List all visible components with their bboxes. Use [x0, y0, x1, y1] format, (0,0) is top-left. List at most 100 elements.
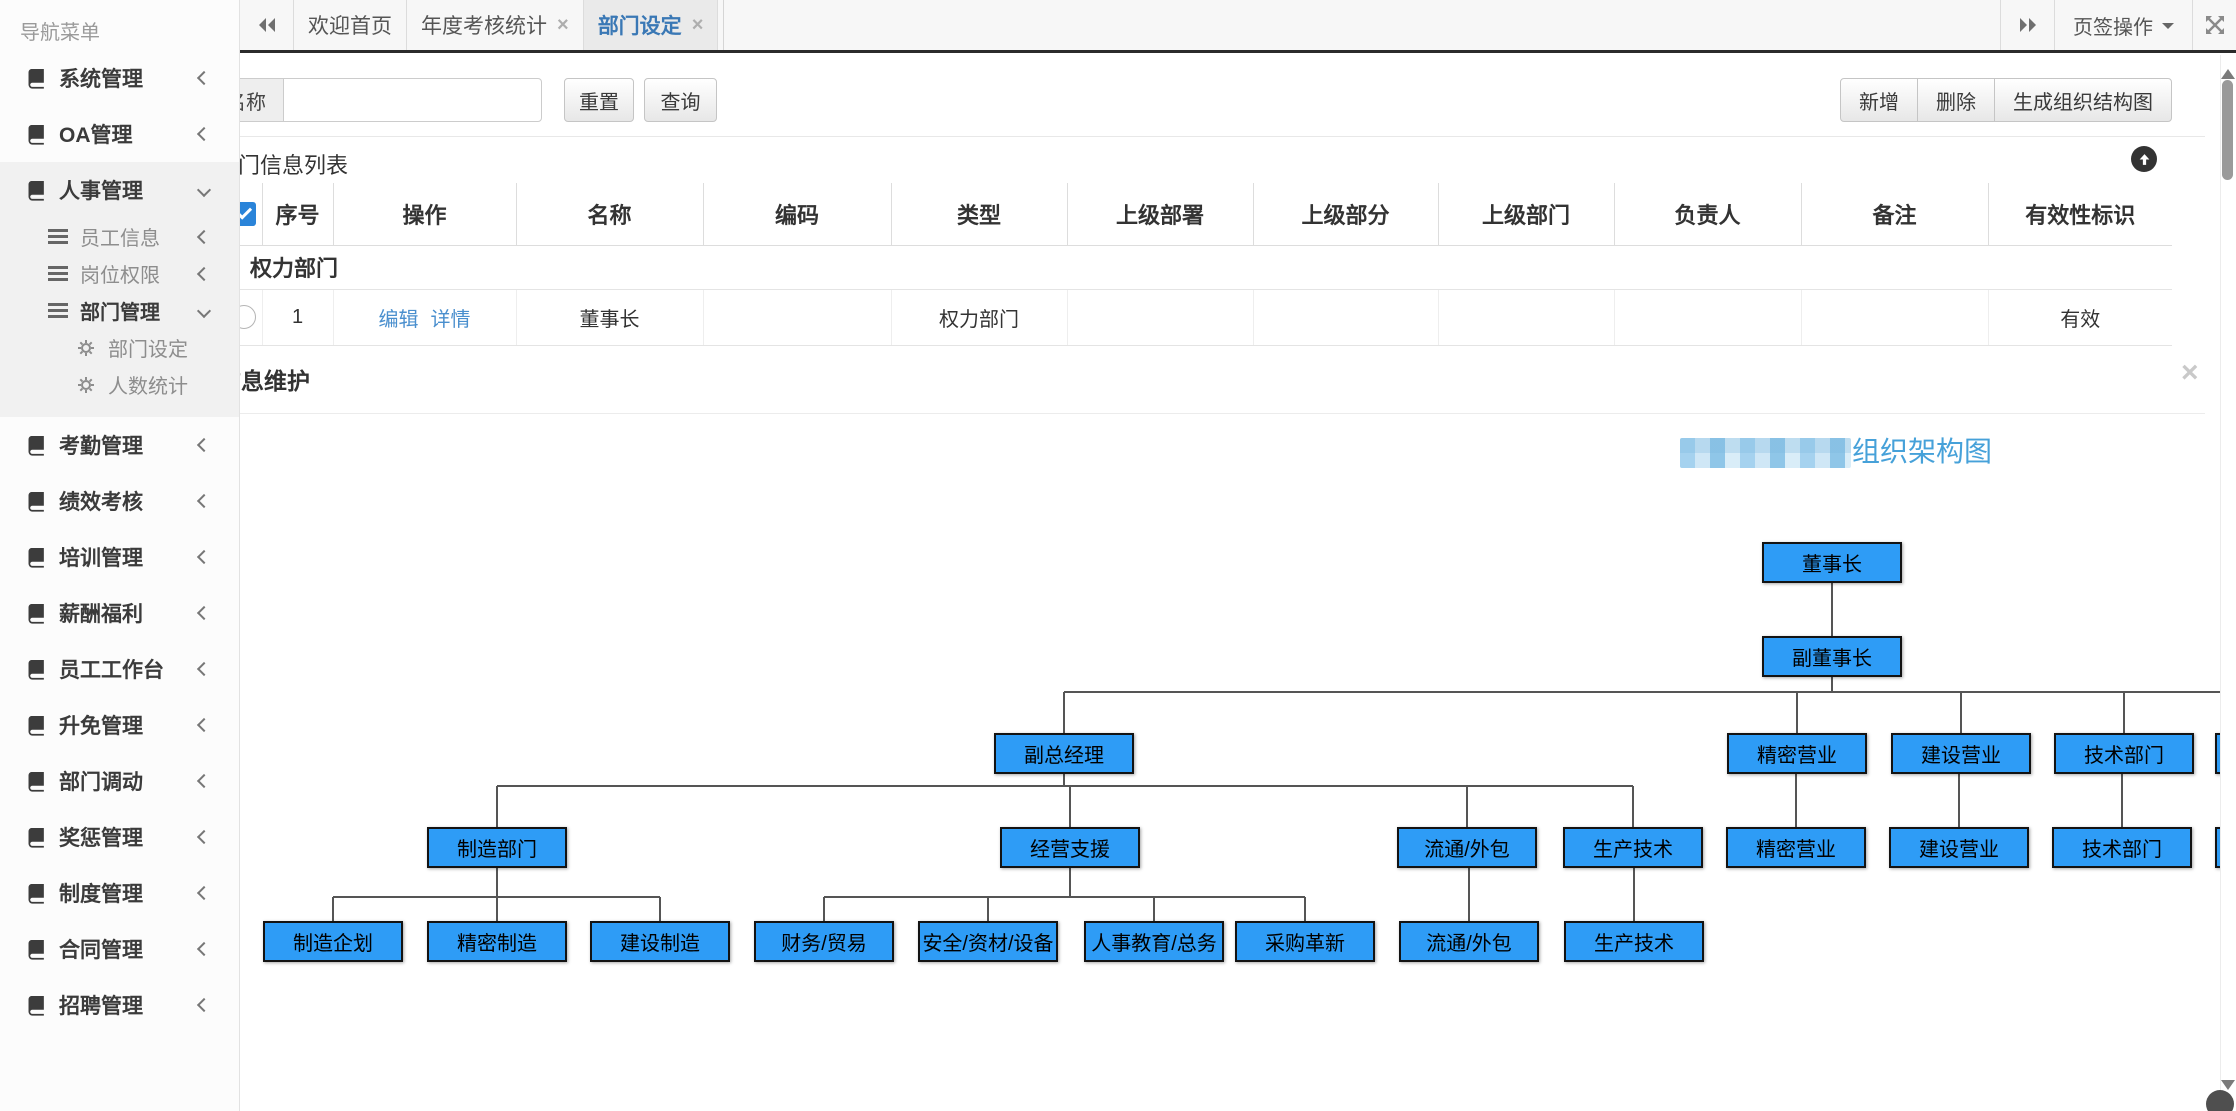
chevron-left-icon: [196, 70, 212, 86]
sidebar-group: 制度管理: [0, 865, 239, 921]
sidebar-item-label: 薪酬福利: [59, 603, 143, 626]
tabs-strip-divider: [718, 0, 725, 50]
collapse-panel-button[interactable]: [2131, 146, 2157, 172]
edit-link[interactable]: 编辑: [378, 308, 419, 331]
sidebar-item[interactable]: 制度管理: [0, 865, 239, 921]
double-chevron-right-icon: [2019, 18, 2036, 32]
scrollbar-down-arrow[interactable]: [2221, 1080, 2235, 1097]
sidebar-item[interactable]: 考勤管理: [0, 417, 239, 473]
sidebar-item-label: 制度管理: [59, 883, 143, 906]
scrollbar-thumb[interactable]: [2222, 80, 2233, 180]
sidebar-item-label: 绩效考核: [59, 491, 143, 514]
cell-remark: [1801, 289, 1989, 346]
tab-label: 欢迎首页: [308, 15, 392, 38]
generate-org-chart-button[interactable]: 生成组织结构图: [1994, 78, 2172, 122]
bars-icon: [48, 229, 68, 244]
fullscreen-toggle-button[interactable]: [2192, 0, 2236, 50]
book-icon: [28, 827, 44, 848]
query-button[interactable]: 查询: [644, 78, 717, 122]
sidebar-item[interactable]: 招聘管理: [0, 977, 239, 1033]
tab-bar: 欢迎首页年度考核统计× 部门设定 × 页签操作: [240, 0, 2236, 53]
sidebar-item[interactable]: 部门设定: [0, 329, 239, 366]
sidebar-item-label: 人数统计: [108, 376, 188, 398]
org-connector-line: [824, 896, 1305, 898]
chevron-left-icon: [196, 941, 212, 957]
sidebar-item[interactable]: 部门管理: [0, 292, 239, 329]
org-connector-line: [1831, 677, 1833, 692]
gear-icon: [78, 376, 94, 393]
tabs-scroll-right-button[interactable]: [2000, 0, 2054, 50]
chevron-left-icon: [196, 605, 212, 621]
delete-button[interactable]: 删除: [1917, 78, 1995, 122]
book-icon: [28, 939, 44, 960]
tabs-scroll-left-button[interactable]: [240, 0, 294, 50]
chevron-left-icon: [196, 229, 212, 244]
cell-seq: 1: [262, 289, 334, 346]
org-connector-line: [1831, 583, 1833, 636]
sidebar-item-label: OA管理: [59, 124, 133, 147]
tab-item[interactable]: 欢迎首页: [294, 0, 407, 50]
sidebar-item[interactable]: 升免管理: [0, 697, 239, 753]
sidebar-item-label: 人事管理: [59, 180, 143, 203]
tab-operations-dropdown[interactable]: 页签操作: [2054, 0, 2192, 50]
book-icon: [28, 659, 44, 680]
sidebar-item-label: 系统管理: [59, 68, 143, 91]
org-connector-line: [2121, 774, 2123, 827]
detail-link[interactable]: 详情: [430, 308, 471, 331]
sidebar-group: 升免管理: [0, 697, 239, 753]
sidebar-item[interactable]: OA管理: [0, 106, 239, 162]
sidebar-item-label: 员工信息: [80, 228, 160, 250]
book-icon: [28, 124, 44, 145]
reset-button[interactable]: 重置: [564, 78, 634, 122]
sidebar-item[interactable]: 岗位权限: [0, 255, 239, 292]
tabs-strip: 欢迎首页年度考核统计× 部门设定 ×: [294, 0, 719, 50]
sidebar-item-label: 招聘管理: [59, 995, 143, 1018]
cell-name: 董事长: [516, 289, 704, 346]
tab-active[interactable]: 部门设定 ×: [583, 0, 719, 50]
floating-action-button[interactable]: [2206, 1090, 2234, 1111]
sidebar-item[interactable]: 人数统计: [0, 366, 239, 403]
book-icon: [28, 603, 44, 624]
org-node: 生产技术: [1563, 827, 1703, 868]
sidebar-item[interactable]: 合同管理: [0, 921, 239, 977]
sidebar-item[interactable]: 奖惩管理: [0, 809, 239, 865]
chevron-left-icon: [196, 493, 212, 509]
org-node: 精密营业: [1726, 827, 1866, 868]
cell-parent-dept-3: [1438, 289, 1615, 346]
tab-label: 部门设定: [597, 15, 682, 38]
org-connector-line: [1960, 692, 1962, 733]
sidebar-group: 奖惩管理: [0, 809, 239, 865]
cell-validity: 有效: [1988, 289, 2172, 346]
vertical-scrollbar[interactable]: [2220, 55, 2236, 1111]
scrollbar-up-arrow[interactable]: [2221, 62, 2235, 79]
col-code: 编码: [703, 183, 892, 246]
sidebar-item-label: 部门设定: [108, 339, 188, 361]
org-node: 建设制造: [590, 921, 730, 962]
tab-close-icon[interactable]: ×: [557, 13, 569, 36]
org-node: 采购革新: [1235, 921, 1375, 962]
add-button[interactable]: 新增: [1840, 78, 1918, 122]
sidebar-item[interactable]: 绩效考核: [0, 473, 239, 529]
org-connector-line: [1304, 897, 1306, 921]
sidebar-item[interactable]: 系统管理: [0, 50, 239, 106]
sidebar-item-label: 考勤管理: [59, 435, 143, 458]
sidebar-item[interactable]: 部门调动: [0, 753, 239, 809]
org-node: 制造企划: [263, 921, 403, 962]
sidebar-item[interactable]: 员工工作台: [0, 641, 239, 697]
col-actions: 操作: [333, 183, 517, 246]
org-connector-line: [1633, 868, 1635, 921]
sidebar-item-label: 部门调动: [59, 771, 143, 794]
tab-item[interactable]: 年度考核统计×: [407, 0, 584, 50]
sidebar-item[interactable]: 员工信息: [0, 218, 239, 255]
org-node: 建设营业: [1891, 733, 2031, 774]
close-panel-icon[interactable]: ×: [2181, 356, 2199, 389]
sidebar-item[interactable]: 薪酬福利: [0, 585, 239, 641]
name-search-input[interactable]: [283, 78, 542, 122]
org-node: 制造部门: [427, 827, 567, 868]
tab-close-icon[interactable]: ×: [691, 13, 704, 36]
sidebar-group: 考勤管理: [0, 417, 239, 473]
sidebar-group: 人事管理员工信息岗位权限部门管理部门设定人数统计: [0, 162, 239, 417]
sidebar-item[interactable]: 人事管理: [0, 162, 239, 218]
sidebar-item[interactable]: 培训管理: [0, 529, 239, 585]
org-connector-line: [1468, 868, 1470, 921]
